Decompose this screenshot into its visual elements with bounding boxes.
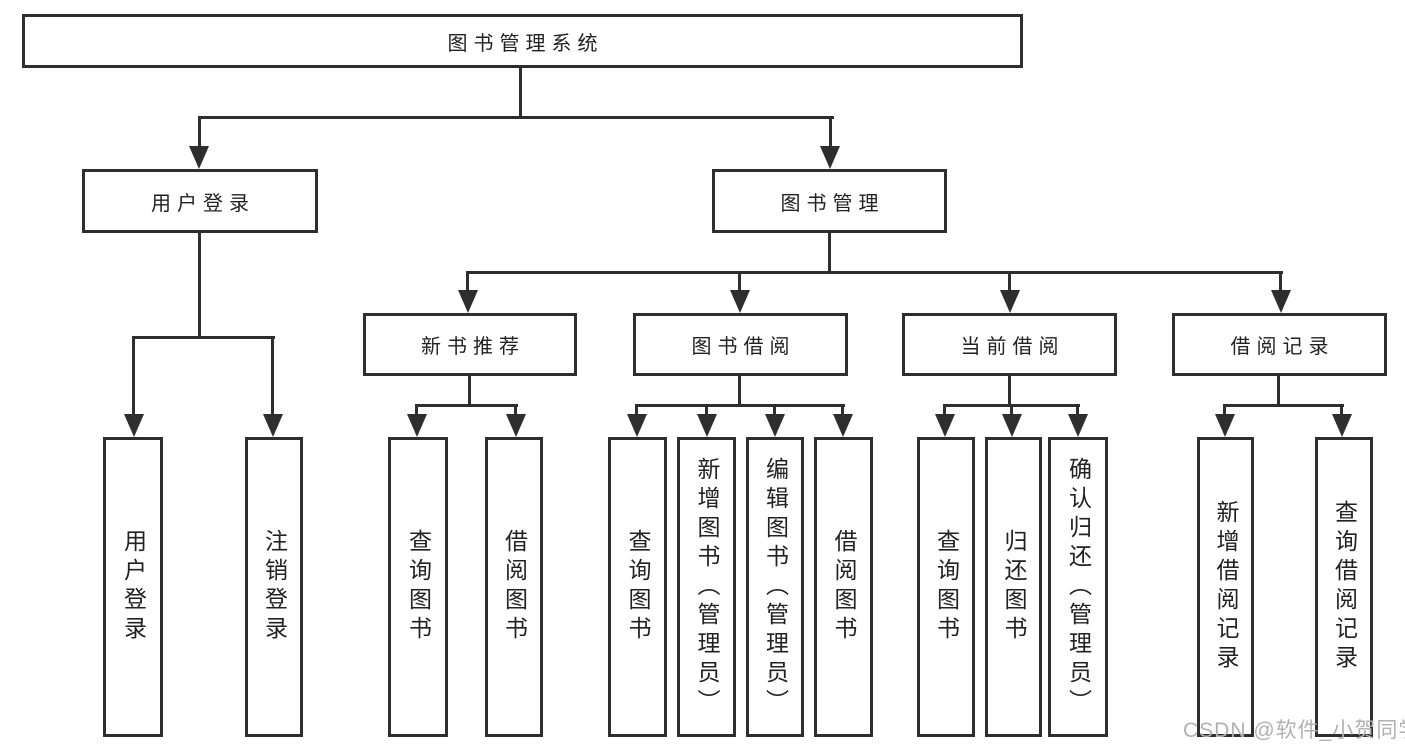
- watermark: CSDN @软件_小贺同学: [1183, 719, 1405, 742]
- arrowhead-down-icon: [833, 414, 853, 437]
- arrowhead-down-icon: [263, 414, 283, 437]
- connector-line: [468, 376, 471, 406]
- arrowhead-down-icon: [458, 290, 478, 313]
- connector-line: [198, 232, 201, 338]
- connector-line: [132, 336, 135, 414]
- arrowhead-down-icon: [407, 414, 427, 437]
- connector-line: [415, 404, 418, 416]
- connector-line: [519, 68, 522, 118]
- connector-line: [198, 116, 834, 119]
- arrowhead-down-icon: [697, 414, 717, 437]
- connector-line: [466, 271, 1283, 274]
- node-borrow-record: 借阅记录: [1172, 313, 1387, 376]
- node-leaf-query-book-2-label: 查询图书: [625, 529, 651, 645]
- connector-line: [1277, 376, 1280, 406]
- connector-line: [1279, 271, 1282, 290]
- connector-line: [841, 404, 844, 416]
- connector-line: [635, 404, 845, 407]
- node-book-mgmt: 图书管理: [712, 169, 947, 233]
- node-leaf-return-book-label: 归还图书: [1001, 529, 1027, 645]
- connector-line: [1223, 404, 1344, 407]
- node-leaf-query-record-label: 查询借阅记录: [1331, 500, 1358, 674]
- connector-line: [1340, 404, 1343, 416]
- node-root: 图书管理系统: [22, 14, 1023, 68]
- connector-line: [829, 116, 832, 146]
- arrowhead-down-icon: [124, 414, 144, 437]
- connector-line: [773, 404, 776, 416]
- arrowhead-down-icon: [627, 414, 647, 437]
- node-leaf-logout: 注销登录: [245, 437, 303, 737]
- node-leaf-borrow-book-2-label: 借阅图书: [831, 529, 857, 645]
- connector-line: [514, 404, 517, 416]
- node-leaf-user-login: 用户登录: [103, 437, 163, 737]
- arrowhead-down-icon: [1002, 414, 1022, 437]
- connector-line: [1223, 404, 1226, 416]
- node-book-borrow-label: 图书借阅: [691, 336, 796, 358]
- node-new-book-rec-label: 新书推荐: [421, 336, 525, 358]
- arrowhead-down-icon: [730, 290, 750, 313]
- node-leaf-add-book: 新增图书（管理员）: [677, 437, 736, 737]
- arrowhead-down-icon: [935, 414, 955, 437]
- connector-line: [828, 232, 831, 273]
- arrowhead-down-icon: [820, 146, 840, 169]
- connector-line: [738, 271, 741, 290]
- connector-line: [1008, 376, 1011, 406]
- connector-line: [271, 336, 274, 414]
- node-root-label: 图书管理系统: [447, 32, 604, 55]
- connector-line: [1010, 404, 1013, 416]
- arrowhead-down-icon: [189, 146, 209, 169]
- connector-line: [132, 336, 275, 339]
- node-leaf-borrow-book-2: 借阅图书: [814, 437, 873, 737]
- node-book-mgmt-label: 图书管理: [780, 192, 885, 215]
- node-leaf-query-book-1: 查询图书: [388, 437, 448, 737]
- node-leaf-confirm-return: 确认归还（管理员）: [1048, 437, 1108, 737]
- node-current-borrow-label: 当前借阅: [960, 336, 1065, 358]
- node-leaf-add-record-label: 新增借阅记录: [1213, 500, 1239, 674]
- connector-line: [466, 271, 469, 290]
- connector-line: [705, 404, 708, 416]
- connector-line: [635, 404, 638, 416]
- node-leaf-confirm-return-label: 确认归还（管理员）: [1065, 456, 1092, 718]
- connector-line: [1008, 271, 1011, 290]
- node-leaf-query-book-3-label: 查询图书: [933, 529, 960, 645]
- node-leaf-edit-book-label: 编辑图书（管理员）: [762, 456, 789, 718]
- arrowhead-down-icon: [1215, 414, 1235, 437]
- node-new-book-rec: 新书推荐: [363, 313, 577, 376]
- node-leaf-borrow-book-1: 借阅图书: [485, 437, 543, 737]
- node-leaf-add-record: 新增借阅记录: [1197, 437, 1254, 737]
- node-current-borrow: 当前借阅: [902, 313, 1117, 376]
- arrowhead-down-icon: [765, 414, 785, 437]
- node-leaf-edit-book: 编辑图书（管理员）: [746, 437, 804, 737]
- arrowhead-down-icon: [1000, 290, 1020, 313]
- connector-line: [943, 404, 946, 416]
- arrowhead-down-icon: [506, 414, 526, 437]
- node-user-login: 用户登录: [82, 169, 318, 233]
- arrowhead-down-icon: [1271, 290, 1291, 313]
- node-leaf-query-book-2: 查询图书: [608, 437, 667, 737]
- connector-line: [1076, 404, 1079, 416]
- node-leaf-user-login-label: 用户登录: [120, 529, 147, 645]
- node-leaf-return-book: 归还图书: [985, 437, 1042, 737]
- node-leaf-query-record: 查询借阅记录: [1315, 437, 1373, 737]
- connector-line: [738, 376, 741, 406]
- node-leaf-borrow-book-1-label: 借阅图书: [501, 529, 528, 645]
- arrowhead-down-icon: [1332, 414, 1352, 437]
- node-leaf-query-book-1-label: 查询图书: [405, 529, 432, 645]
- node-leaf-query-book-3: 查询图书: [917, 437, 975, 737]
- node-borrow-record-label: 借阅记录: [1230, 336, 1335, 358]
- node-leaf-add-book-label: 新增图书（管理员）: [694, 456, 720, 718]
- arrowhead-down-icon: [1068, 414, 1088, 437]
- node-book-borrow: 图书借阅: [633, 313, 848, 376]
- node-user-login-label: 用户登录: [151, 192, 255, 215]
- node-leaf-logout-label: 注销登录: [261, 529, 288, 645]
- connector-line: [415, 404, 518, 407]
- connector-line: [198, 116, 201, 146]
